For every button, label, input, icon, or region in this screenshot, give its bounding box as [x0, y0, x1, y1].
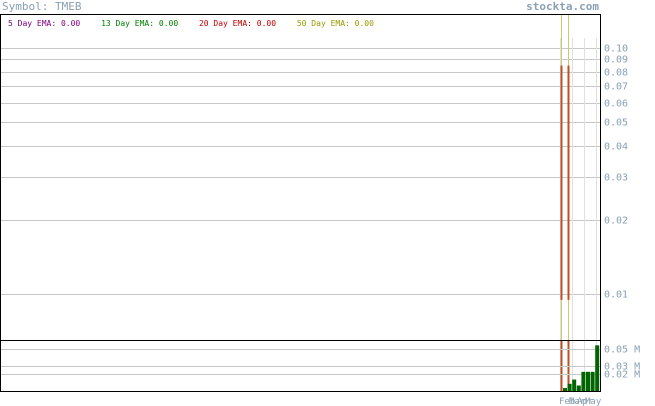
price-tick-label: 0.04 [604, 142, 628, 153]
price-tick-label: 0.07 [604, 82, 628, 93]
price-tick-label: 0.06 [604, 99, 628, 110]
volume-bar [576, 385, 581, 392]
x-tick-label: Apr [577, 397, 594, 406]
price-tick-label: 0.03 [604, 173, 628, 184]
price-axis-labels: 0.100.09 0.08 0.07 0.06 0.05 0.04 0.03 0.02 0.01 [604, 44, 628, 301]
volume-bar [563, 388, 567, 392]
volume-tick-label: 0.05 M [604, 345, 640, 356]
x-tick-label: Feb [559, 397, 575, 406]
volume-grid [0, 349, 601, 375]
volume-bar [586, 371, 590, 392]
volume-panel-frame [0, 340, 601, 392]
x-tick-label: May [585, 397, 602, 406]
symbol-label: Symbol: TMEB [2, 0, 82, 13]
price-grid [0, 38, 601, 392]
price-tick-label: 0.01 [604, 290, 628, 301]
volume-bar [581, 371, 586, 392]
ema-50-label: 50 Day EMA: 0.00 [296, 19, 374, 28]
site-name: stockta.com [526, 0, 599, 13]
volume-bar [595, 345, 600, 392]
volume-tick-label: 0.02 M [604, 370, 640, 381]
price-tick-label: 0.02 [604, 216, 628, 227]
volume-bar [590, 371, 595, 392]
x-tick-label: Mar [569, 397, 586, 406]
price-tick-label: 0.10 [604, 44, 628, 55]
ema-13-label: 13 Day EMA: 0.00 [101, 19, 179, 28]
volume-bar [572, 379, 577, 392]
volume-bars [563, 345, 600, 392]
volume-axis-labels: 0.05 M 0.03 M0.02 M [604, 345, 640, 381]
ema-legend: 5 Day EMA: 0.00 13 Day EMA: 0.00 20 Day … [8, 19, 390, 28]
volume-tick-label: 0.03 M [604, 362, 640, 373]
price-tick-label: 0.09 [604, 55, 628, 66]
volume-bar [567, 383, 572, 392]
price-tick-label: 0.08 [604, 68, 628, 79]
price-tick-label: 0.05 [604, 118, 628, 129]
price-candles [560, 14, 570, 392]
ema-20-label: 20 Day EMA: 0.00 [198, 19, 277, 28]
ema-5-label: 5 Day EMA: 0.00 [8, 19, 81, 28]
